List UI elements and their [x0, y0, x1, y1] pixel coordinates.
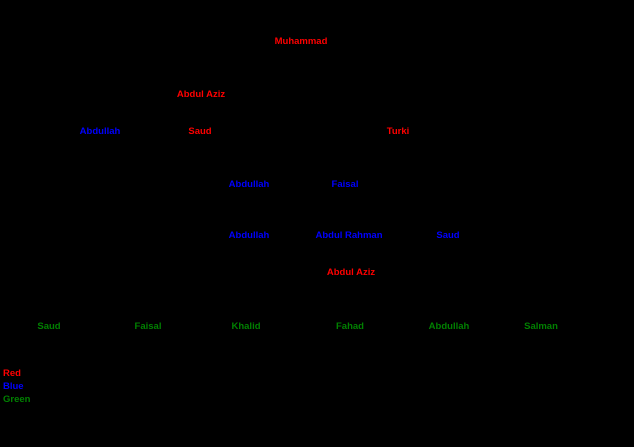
tree-node-abdullah: Abdullah — [79, 126, 121, 137]
tree-node-khalid: Khalid — [231, 321, 261, 332]
tree-node-abdullah: Abdullah — [228, 179, 270, 190]
tree-node-abdul-rahman: Abdul Rahman — [315, 230, 383, 241]
tree-node-saud: Saud — [436, 230, 460, 241]
tree-node-abdullah: Abdullah — [228, 230, 270, 241]
tree-node-faisal: Faisal — [331, 179, 359, 190]
tree-node-abdul-aziz: Abdul Aziz — [326, 267, 376, 278]
tree-node-fahad: Fahad — [336, 321, 364, 332]
tree-node-faisal: Faisal — [134, 321, 162, 332]
legend-item-green: Green — [3, 394, 31, 405]
tree-node-salman: Salman — [524, 321, 558, 332]
tree-node-saud: Saud — [188, 126, 212, 137]
tree-node-muhammad: Muhammad — [274, 36, 328, 47]
legend-item-blue: Blue — [3, 381, 24, 392]
tree-node-turki: Turki — [386, 126, 410, 137]
legend-item-red: Red — [3, 368, 21, 379]
tree-node-abdullah: Abdullah — [428, 321, 470, 332]
tree-node-saud: Saud — [37, 321, 61, 332]
tree-node-abdul-aziz: Abdul Aziz — [176, 89, 226, 100]
